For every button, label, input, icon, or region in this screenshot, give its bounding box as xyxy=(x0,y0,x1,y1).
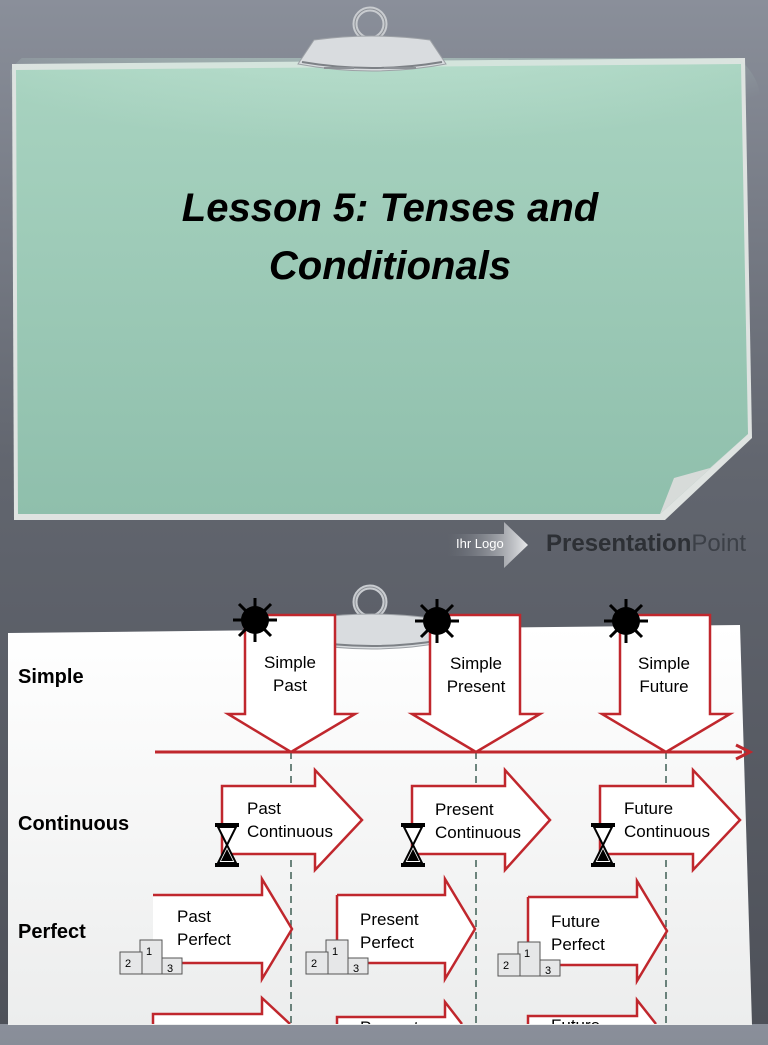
row-label-continuous: Continuous xyxy=(18,813,130,835)
simple-past-arrow xyxy=(223,613,360,754)
podium-number: 3 xyxy=(545,965,551,977)
brand-part1: Presentation xyxy=(546,530,692,557)
past-continuous-arrow xyxy=(220,766,364,874)
present-continuous-arrow xyxy=(410,766,552,874)
simple-present-arrow xyxy=(407,613,545,754)
podium-icon xyxy=(497,941,561,977)
podium-number: 3 xyxy=(353,963,359,975)
tense-arrows: 2 1 3 2 1 3 2 1 3 xyxy=(119,598,754,1024)
continuous-arrows xyxy=(220,766,742,874)
ink-splat-icon xyxy=(233,598,277,642)
fourth-row-present-arrow xyxy=(335,998,463,1024)
hourglass-icons xyxy=(215,823,615,867)
logo-label: Ihr Logo xyxy=(456,536,504,551)
hourglass-icon xyxy=(215,823,239,867)
binder-clip-icon xyxy=(297,6,447,72)
ink-splat-icon xyxy=(604,599,648,643)
row-label-simple: Simple xyxy=(18,666,84,688)
ink-splat-icon xyxy=(415,599,459,643)
podium-number: 1 xyxy=(146,946,152,958)
logo-arrow-icon xyxy=(448,522,528,568)
podium-number: 2 xyxy=(125,958,131,970)
fourth-row-future-arrow xyxy=(526,996,657,1024)
podium-numbers: 2 1 3 2 1 3 2 1 3 xyxy=(125,946,551,977)
podium-icons xyxy=(119,939,561,977)
podium-number: 2 xyxy=(311,958,317,970)
fourth-row-future-label: Future xyxy=(551,1014,600,1024)
ink-splat-icons xyxy=(233,598,648,643)
fourth-row-arrows xyxy=(151,995,657,1024)
brand-part2: Point xyxy=(691,530,747,557)
title-slide: Lesson 5: Tenses and Conditionals xyxy=(10,58,760,520)
brand-name: PresentationPoint xyxy=(546,530,746,558)
podium-number: 1 xyxy=(332,946,338,958)
podium-number: 3 xyxy=(167,963,173,975)
podium-number: 1 xyxy=(524,948,530,960)
row-label-perfect: Perfect xyxy=(18,921,86,943)
past-perfect-arrow xyxy=(153,874,294,984)
simple-down-arrows xyxy=(223,613,735,754)
hourglass-icon xyxy=(401,823,425,867)
title-line-1: Lesson 5: Tenses and xyxy=(181,186,599,230)
simple-future-arrow xyxy=(597,613,735,754)
podium-number: 2 xyxy=(503,960,509,972)
future-continuous-arrow xyxy=(598,766,742,874)
perfect-arrows xyxy=(153,874,669,986)
hourglass-icon xyxy=(591,823,615,867)
podium-icon xyxy=(119,939,183,975)
podium-icon xyxy=(305,939,369,975)
fourth-row-past-arrow xyxy=(151,995,291,1024)
fourth-row-present-label: Present xyxy=(360,1016,419,1024)
note-paper xyxy=(10,58,760,520)
title-line-2: Conditionals xyxy=(268,244,512,288)
timeline-arrowhead xyxy=(735,743,754,761)
